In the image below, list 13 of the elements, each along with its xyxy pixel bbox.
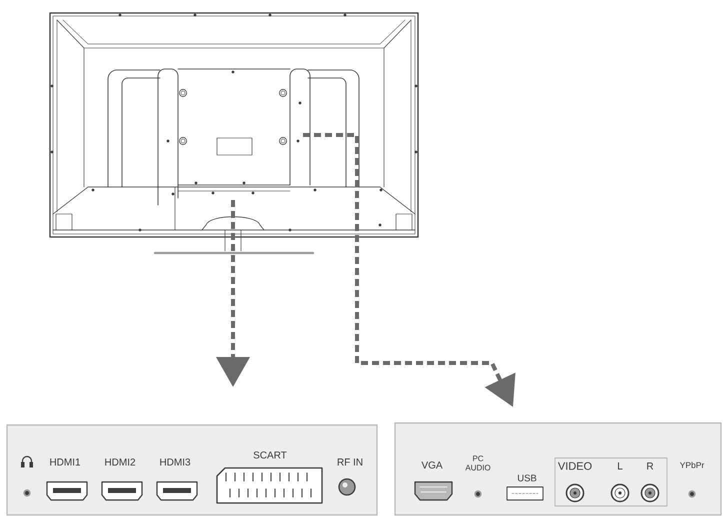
port-label: HDMI3	[160, 458, 190, 466]
port-label: SCART	[254, 451, 287, 459]
port-label: VGA	[422, 461, 443, 469]
port-label: PC AUDIO	[465, 456, 490, 470]
port-label: R	[647, 462, 654, 470]
port-label: YPbPr	[680, 462, 704, 468]
port-label: HDMI2	[105, 458, 136, 466]
port-label: USB	[518, 474, 536, 482]
port-label: RF IN	[338, 458, 362, 466]
port-label: VIDEO	[558, 462, 592, 470]
port-label: HDMI1	[50, 458, 80, 466]
port-label: L	[618, 462, 622, 470]
tv-rear-drawing	[49, 12, 419, 254]
